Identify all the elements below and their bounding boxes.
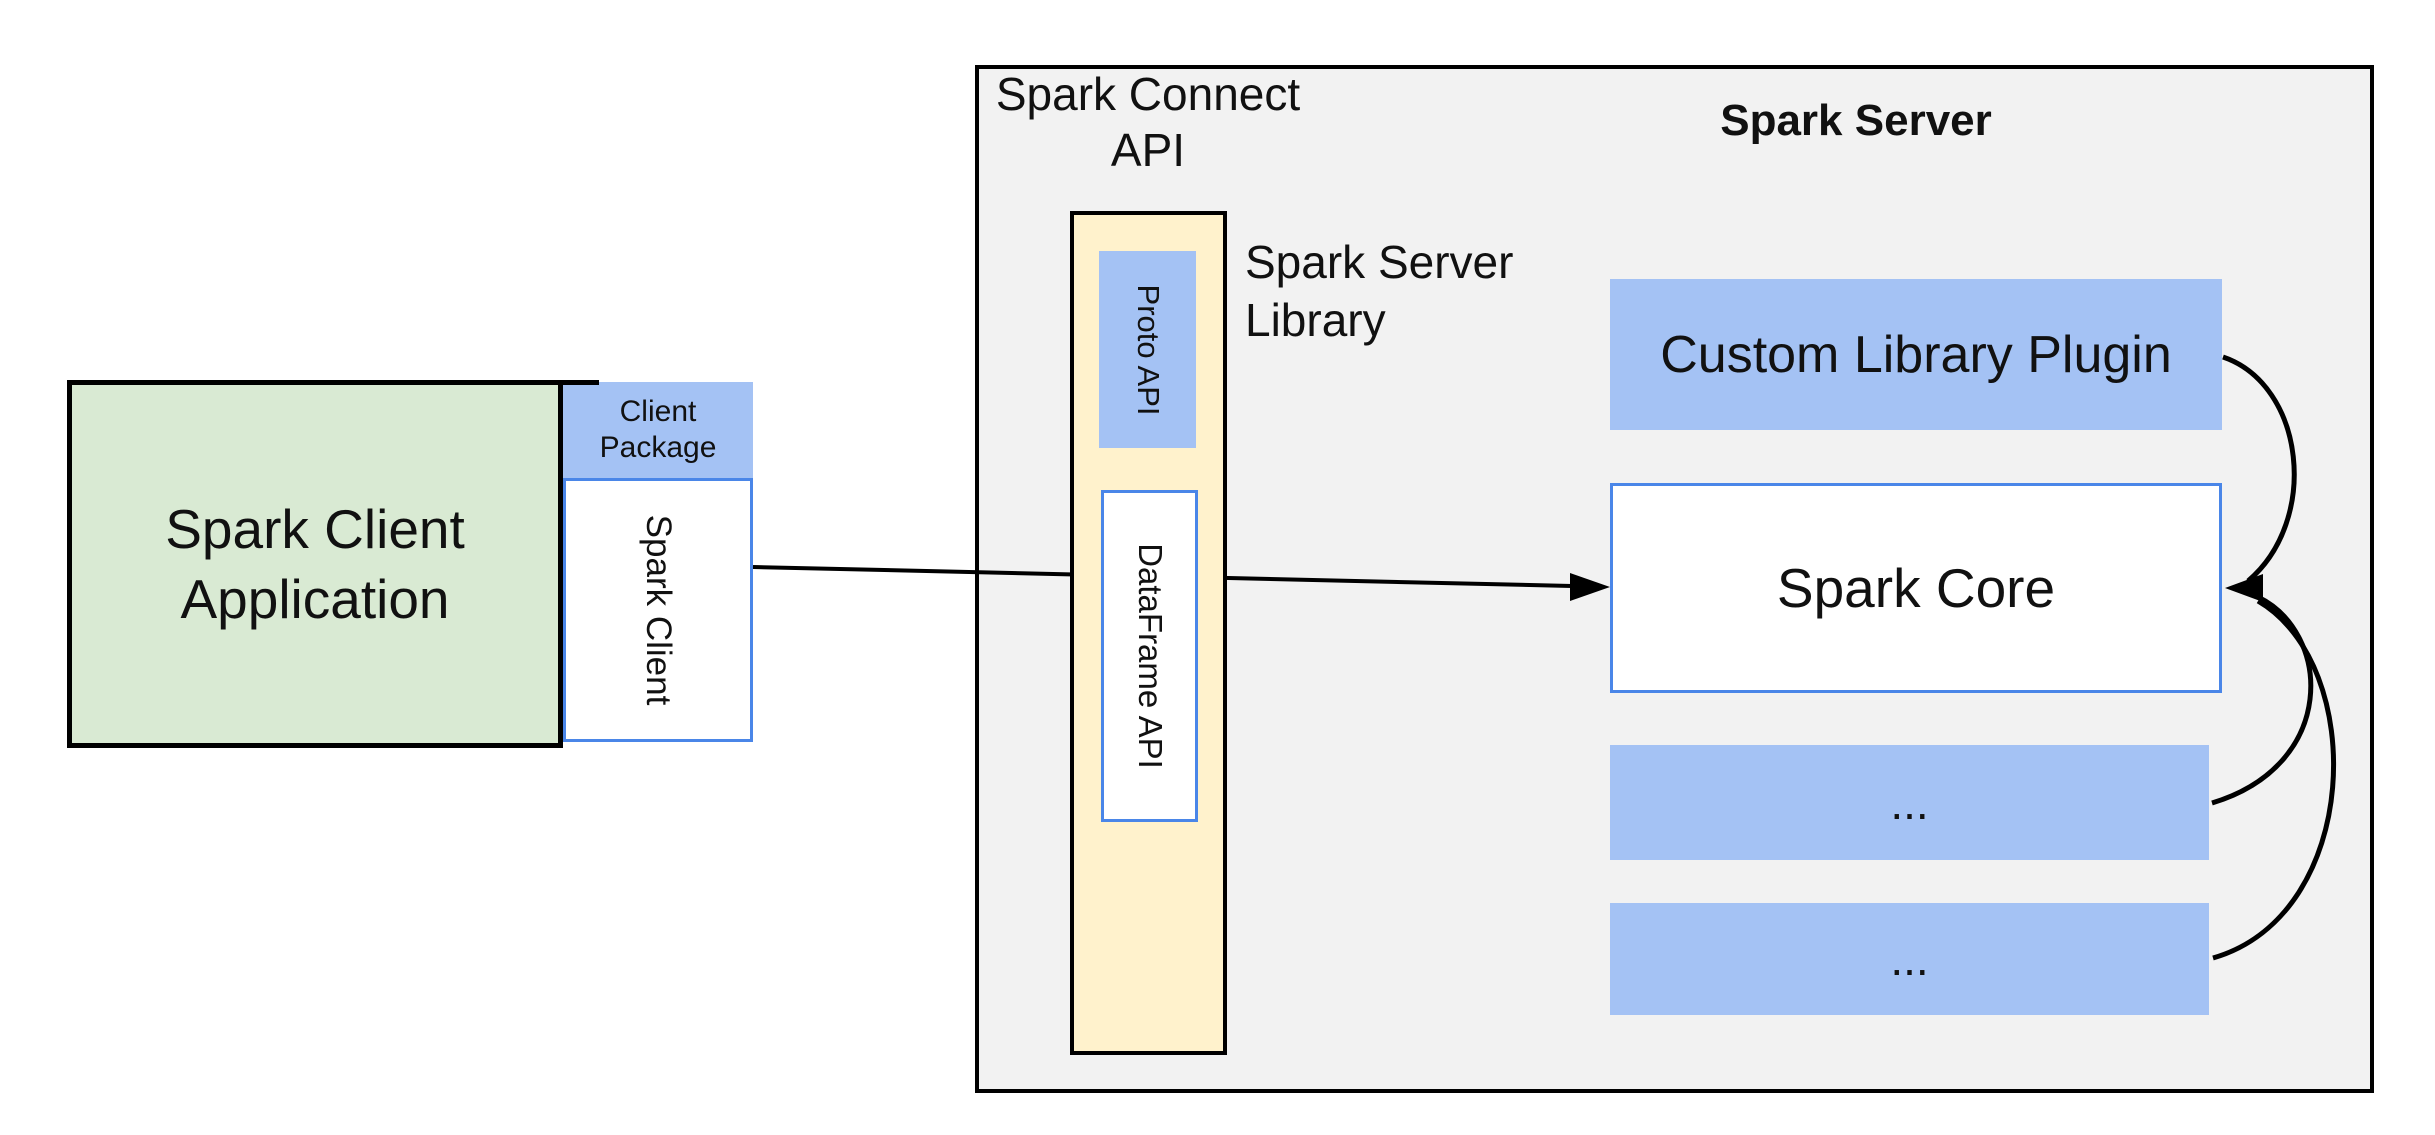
client-package-label-line2: Package bbox=[599, 431, 717, 464]
ellipsis-box-1-label: ... bbox=[1890, 776, 1929, 829]
spark-server-library-label-line1: Spark Server bbox=[1245, 236, 1514, 288]
ellipsis-box-2-label: ... bbox=[1890, 933, 1929, 985]
spark-client-label: Spark Client bbox=[639, 514, 678, 706]
client-package-label: Client Package bbox=[600, 394, 717, 466]
green-box-border-tail bbox=[563, 380, 599, 385]
spark-client-application-box: Spark Client Application bbox=[67, 380, 563, 748]
spark-client-application-label-line2: Application bbox=[180, 568, 450, 630]
spark-core-box: Spark Core bbox=[1610, 483, 2222, 693]
client-package-label-line1: Client bbox=[619, 395, 697, 428]
dataframe-api-label: DataFrame API bbox=[1131, 543, 1169, 769]
spark-client-application-label-line1: Spark Client bbox=[165, 498, 465, 560]
spark-server-library-label-line2: Library bbox=[1245, 294, 1386, 346]
dataframe-api-box: DataFrame API bbox=[1101, 490, 1198, 822]
client-package-box: Client Package bbox=[563, 382, 753, 478]
spark-server-library-label: Spark Server Library bbox=[1245, 233, 1675, 349]
spark-client-box: Spark Client bbox=[563, 478, 753, 742]
spark-client-application-label: Spark Client Application bbox=[165, 494, 465, 634]
spark-core-label: Spark Core bbox=[1776, 557, 2056, 619]
proto-api-box: Proto API bbox=[1099, 251, 1196, 448]
ellipsis-box-1: ... bbox=[1610, 745, 2209, 860]
spark-connect-api-heading: Spark Connect API bbox=[948, 66, 1348, 178]
spark-connect-api-heading-line1: Spark Connect bbox=[995, 68, 1301, 120]
proto-api-label: Proto API bbox=[1130, 284, 1166, 415]
spark-connect-api-heading-line2: API bbox=[1110, 124, 1186, 176]
ellipsis-box-2: ... bbox=[1610, 903, 2209, 1015]
custom-library-plugin-label: Custom Library Plugin bbox=[1660, 325, 2172, 384]
spark-server-title: Spark Server bbox=[1720, 96, 1992, 145]
custom-library-plugin-box: Custom Library Plugin bbox=[1610, 279, 2222, 430]
